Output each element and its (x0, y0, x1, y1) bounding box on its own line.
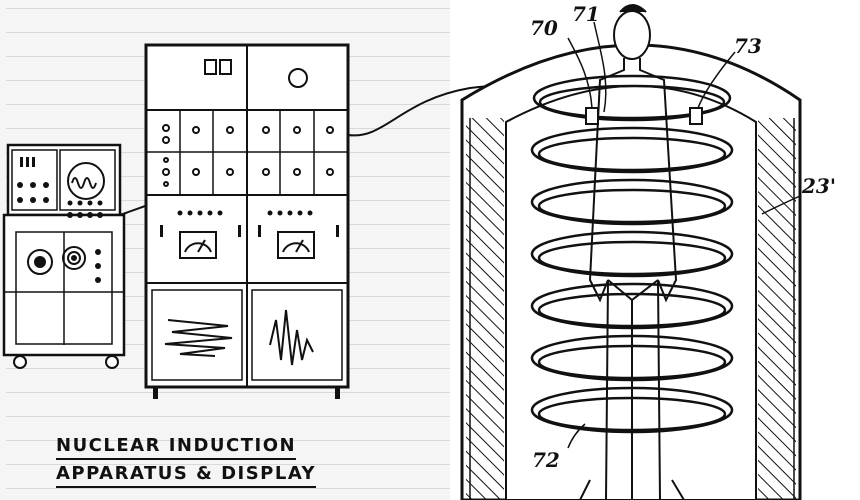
background-text-line (6, 416, 450, 425)
numeral-73: 73 (734, 34, 762, 58)
cabinet-button-rows (160, 210, 339, 237)
small-console (2, 143, 126, 357)
figure-caption: NUCLEAR INDUCTION APPARATUS & DISPLAY (56, 434, 317, 490)
background-text-line (6, 464, 450, 473)
background-text-line (6, 488, 450, 497)
cabinet-top-controls (204, 59, 308, 88)
small-console-scope (27, 162, 105, 275)
caption-line-2: APPARATUS & DISPLAY (56, 462, 317, 488)
cabinet-legs (153, 387, 340, 399)
numeral-23: 23' (802, 174, 836, 198)
connector-cable-left (119, 204, 149, 216)
small-console-knobs (17, 157, 103, 283)
background-text-line (6, 440, 450, 449)
numeral-70: 70 (530, 16, 558, 40)
numeral-72: 72 (532, 448, 560, 472)
cabinet-grid (146, 110, 348, 381)
background-text-line (6, 32, 450, 41)
large-cabinet (144, 43, 350, 389)
numeral-71: 71 (572, 2, 600, 26)
cabinet-meters (179, 231, 315, 259)
subject-figure (579, 4, 685, 500)
cabinet-knobs (162, 124, 334, 187)
leader-lines (567, 21, 801, 449)
cabinet-waveform-displays (164, 309, 314, 366)
induction-coil (530, 74, 734, 434)
background-text-line (6, 392, 450, 401)
caption-line-1: NUCLEAR INDUCTION (56, 434, 297, 460)
background-text-line (6, 8, 450, 17)
small-console-wheels (13, 355, 119, 369)
